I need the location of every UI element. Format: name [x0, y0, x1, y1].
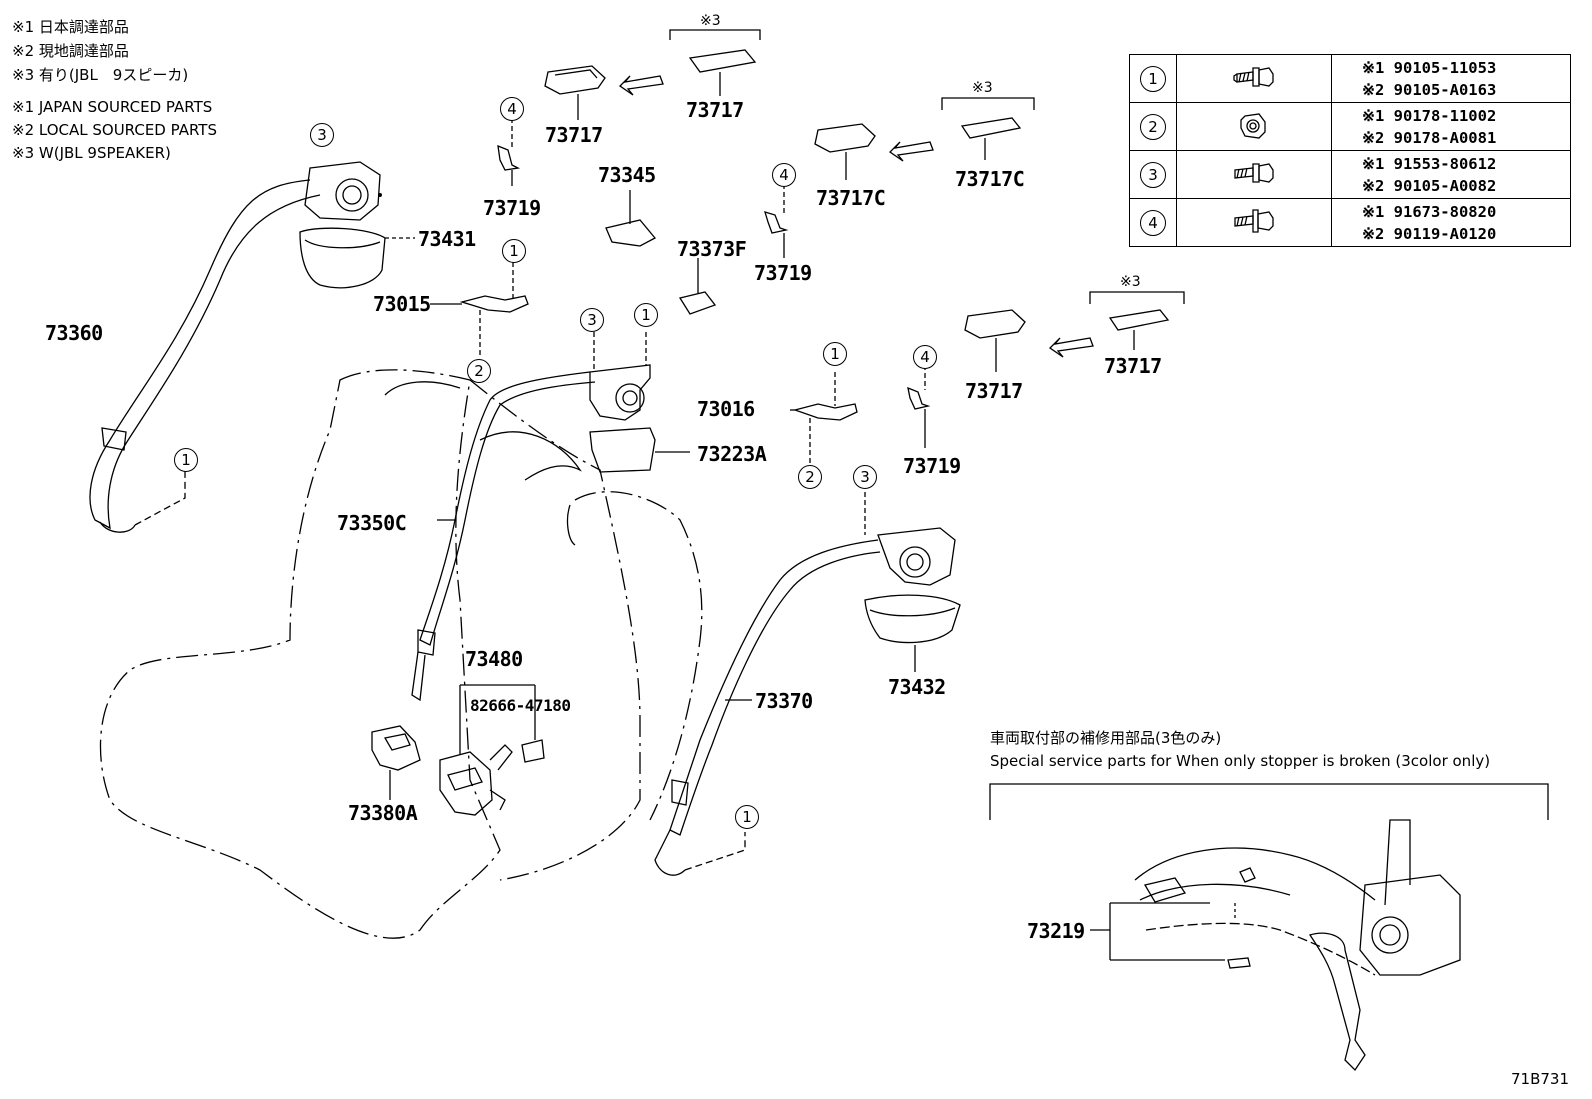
seat-back-outline	[99, 369, 501, 939]
part-label-73380a: 73380A	[348, 801, 418, 825]
diagram-code: 71B731	[1511, 1070, 1570, 1088]
part-label-73016: 73016	[697, 397, 755, 421]
fastener-part-local: ※2 90105-A0082	[1362, 176, 1497, 195]
part-label-73480: 73480	[465, 647, 523, 671]
part-label-73717: 73717	[965, 379, 1023, 403]
part-label-73432: 73432	[888, 675, 946, 699]
bolt-flange-icon	[1234, 162, 1274, 183]
fastener-ref-2: 2	[798, 465, 822, 489]
fastener-ref-1: 1	[634, 303, 658, 327]
fastener-ref-4: 4	[772, 163, 796, 187]
fastener-part-local: ※2 90119-A0120	[1362, 224, 1497, 243]
fastener-number: 4	[1140, 209, 1166, 236]
part-label-73219: 73219	[1027, 919, 1085, 943]
fastener-ref-1: 1	[735, 805, 759, 829]
fastener-number: 2	[1140, 113, 1166, 140]
fastener-ref-1: 1	[502, 239, 526, 263]
note-local-sourced-jp: ※2 現地調達部品	[12, 42, 129, 60]
note-jbl-speaker-jp: ※3 有り(JBL 9スピーカ)	[12, 66, 189, 84]
note-jbl-speaker-en: ※3 W(JBL 9SPEAKER)	[12, 144, 171, 162]
fastener-ref-4: 4	[500, 97, 524, 121]
fastener-number: 1	[1140, 65, 1166, 92]
fastener-ref-1: 1	[174, 448, 198, 472]
fastener-ref-4: 4	[913, 345, 937, 369]
note-japan-sourced-jp: ※1 日本調達部品	[12, 18, 129, 36]
part-label-73717: 73717	[1104, 354, 1162, 378]
part-label-73717c: 73717C	[955, 167, 1025, 191]
part-label-73350c: 73350C	[337, 511, 407, 535]
part-label-73717: 73717	[686, 98, 744, 122]
fastener-part-japan: ※1 91673-80820	[1362, 202, 1497, 221]
jbl-mark: ※3	[700, 13, 721, 29]
fastener-row: 4 ※1 91673-80820 ※2 90119-A0120	[1129, 198, 1571, 247]
part-label-73719: 73719	[754, 261, 812, 285]
fastener-ref-3: 3	[310, 123, 334, 147]
jbl-mark: ※3	[1120, 274, 1141, 290]
seat-cushion-outline	[469, 379, 641, 881]
fastener-part-local: ※2 90178-A0081	[1362, 128, 1497, 147]
note-japan-sourced-en: ※1 JAPAN SOURCED PARTS	[12, 98, 213, 116]
fastener-ref-3: 3	[853, 465, 877, 489]
fastener-ref-1: 1	[823, 342, 847, 366]
part-label-73223a: 73223A	[697, 442, 767, 466]
fastener-part-japan: ※1 90105-11053	[1362, 58, 1497, 77]
part-label-82666-47180: 82666-47180	[470, 696, 571, 715]
fastener-ref-3: 3	[580, 308, 604, 332]
part-label-73345: 73345	[598, 163, 656, 187]
fastener-row: 3 ※1 91553-80612 ※2 90105-A0082	[1129, 150, 1571, 199]
special-service-title-jp: 車両取付部の補修用部品(3色のみ)	[990, 729, 1222, 747]
fastener-part-japan: ※1 91553-80612	[1362, 154, 1497, 173]
part-label-73719: 73719	[483, 196, 541, 220]
part-label-73015: 73015	[373, 292, 431, 316]
part-label-73370: 73370	[755, 689, 813, 713]
note-local-sourced-en: ※2 LOCAL SOURCED PARTS	[12, 121, 217, 139]
part-label-73373f: 73373F	[677, 237, 747, 261]
fastener-row: 2 ※1 90178-11002 ※2 90178-A0081	[1129, 102, 1571, 151]
nut-flange-icon	[1240, 112, 1266, 139]
part-label-73360: 73360	[45, 321, 103, 345]
part-label-73717c: 73717C	[816, 186, 886, 210]
fastener-part-japan: ※1 90178-11002	[1362, 106, 1497, 125]
fastener-ref-2: 2	[467, 359, 491, 383]
bolt-flange-icon	[1233, 66, 1274, 87]
jbl-mark: ※3	[972, 80, 993, 96]
part-label-73717: 73717	[545, 123, 603, 147]
bolt-washer-icon	[1234, 208, 1274, 233]
fastener-number: 3	[1140, 161, 1166, 188]
fastener-part-local: ※2 90105-A0163	[1362, 80, 1497, 99]
fastener-table: 1 ※1 90105-11053 ※2 90105-A0163 2	[1129, 54, 1571, 247]
special-service-title-en: Special service parts for When only stop…	[990, 752, 1491, 770]
part-label-73431: 73431	[418, 227, 476, 251]
belt-73360	[89, 179, 321, 530]
part-label-73719: 73719	[903, 454, 961, 478]
fastener-row: 1 ※1 90105-11053 ※2 90105-A0163	[1129, 54, 1571, 103]
